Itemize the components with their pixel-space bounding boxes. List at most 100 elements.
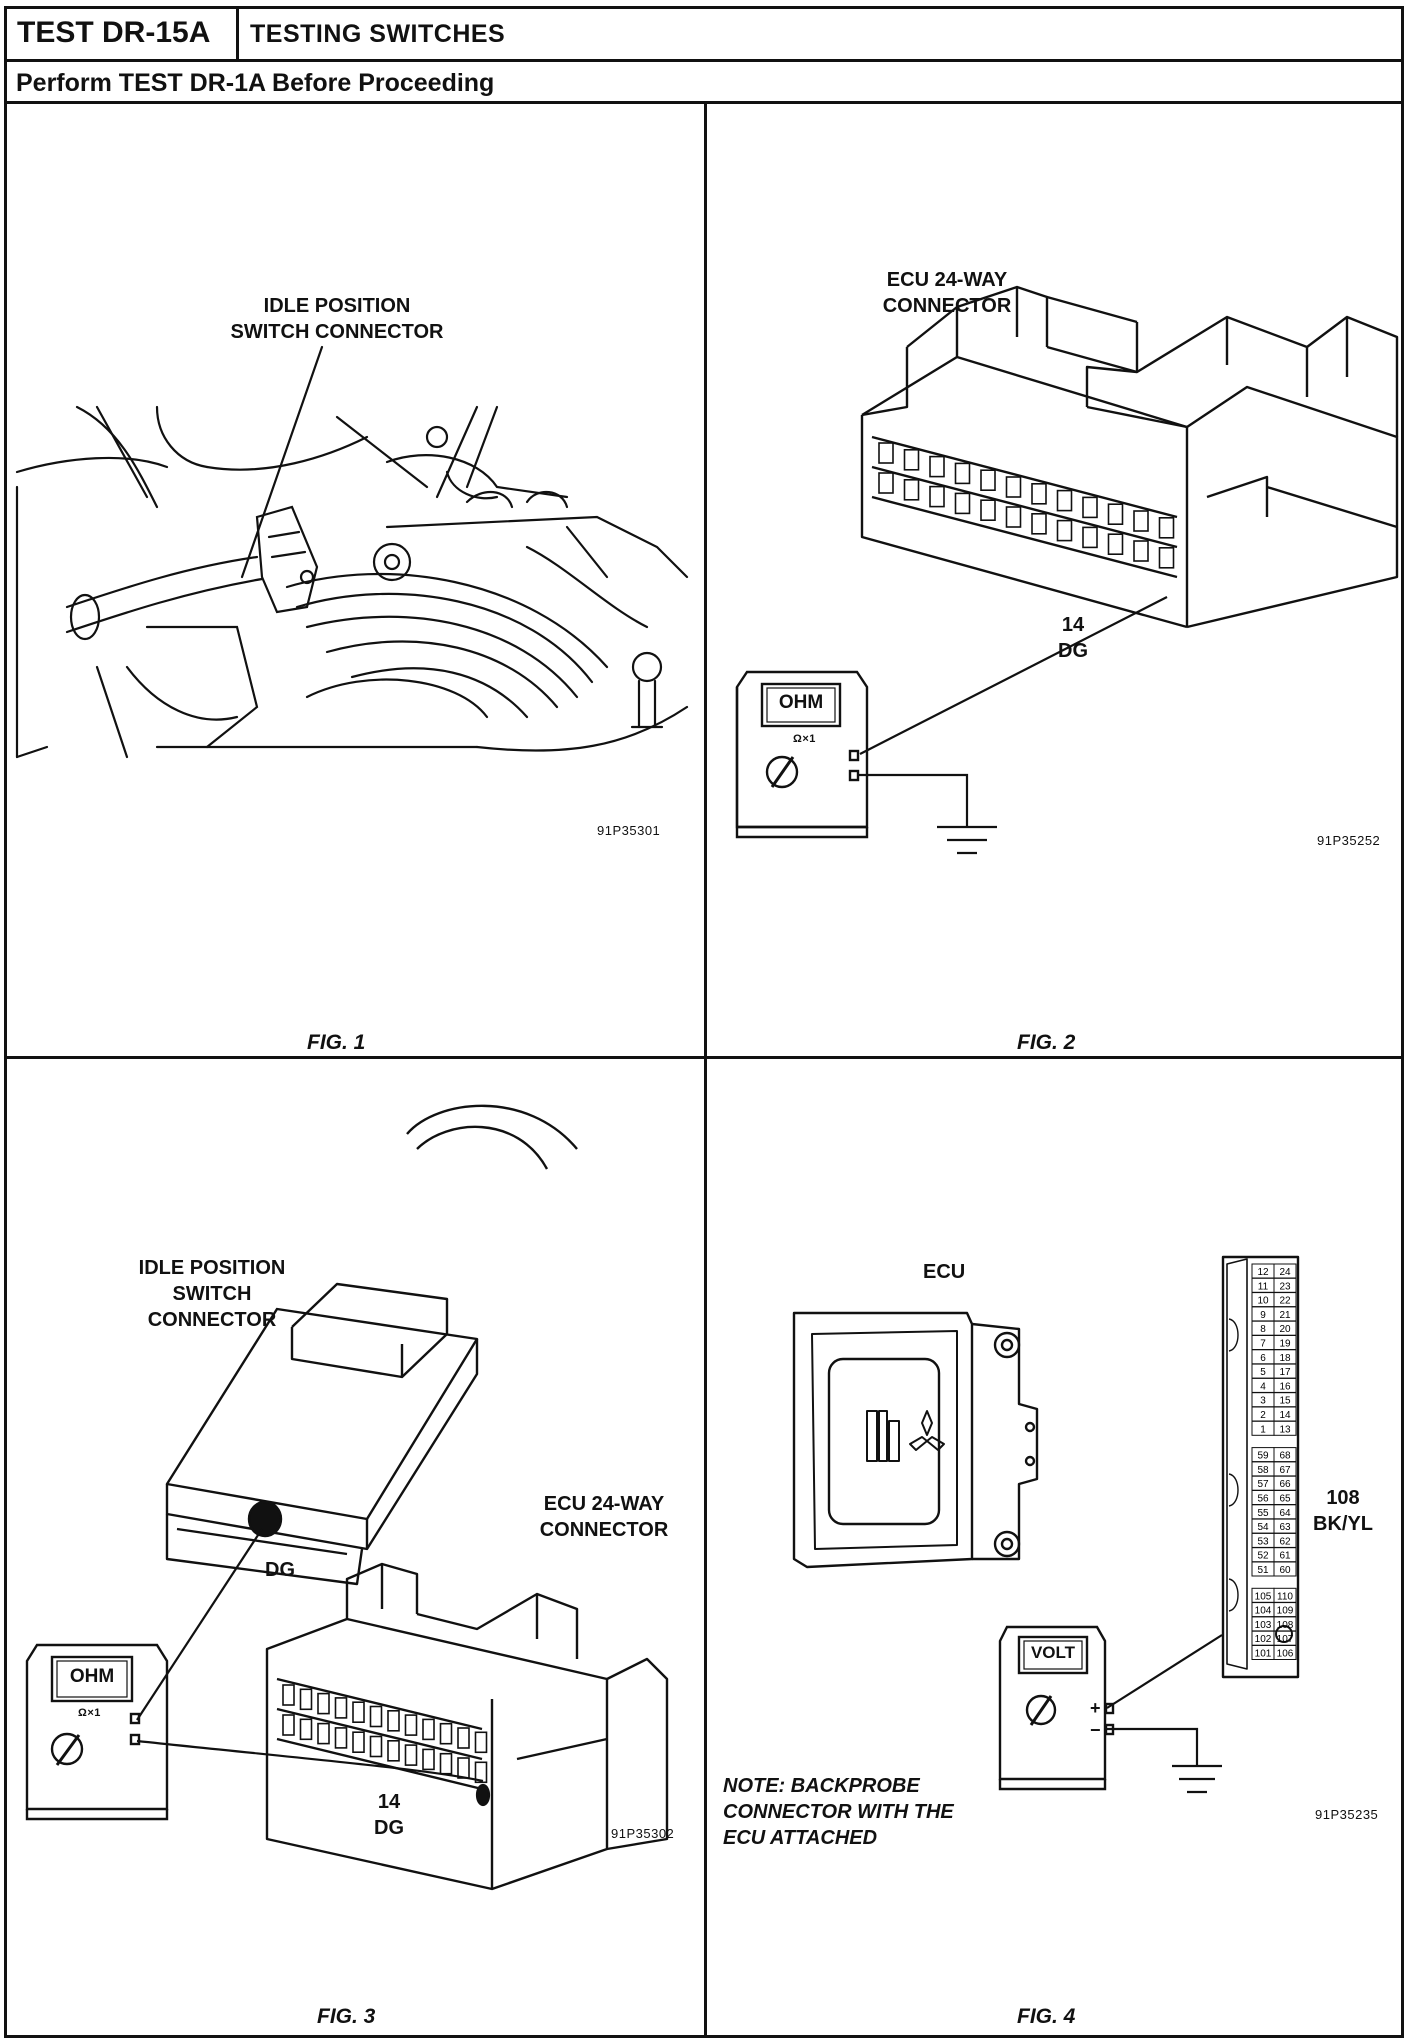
connector-pin-cavity <box>980 469 996 492</box>
fig4-meter-display: VOLT <box>1030 1643 1076 1662</box>
connector-pin-cavity <box>1056 519 1073 542</box>
connector-pin-cavity <box>474 1731 488 1754</box>
connector-pin-cavity <box>980 499 996 522</box>
ecu-pin-number: 109 <box>1277 1606 1294 1617</box>
ecu-pin-number: 4 <box>1260 1381 1266 1392</box>
fig2-pin-grid <box>871 435 1178 579</box>
ecu-pin-number: 21 <box>1279 1310 1291 1321</box>
connector-pin-cavity <box>929 485 945 508</box>
fig3-switch-label: IDLE POSITION SWITCH CONNECTOR <box>102 1255 322 1333</box>
ecu-pin-number: 51 <box>1257 1565 1269 1576</box>
connector-pin-cavity <box>282 1714 295 1736</box>
fig4-pin-color: BK/YL <box>1313 1513 1373 1535</box>
fig3-code: 91P35302 <box>611 1826 675 1841</box>
ecu-pin-number: 18 <box>1279 1353 1291 1364</box>
ecu-module <box>792 1311 974 1569</box>
fig3-meter-range: Ω×1 <box>78 1707 101 1719</box>
page-frame <box>4 6 1404 2038</box>
ecu-pin-number: 107 <box>1277 1634 1294 1645</box>
fig2-pin-number: 14 <box>1061 614 1085 636</box>
connector-pin-cavity <box>1005 506 1022 528</box>
fig1-label: IDLE POSITION SWITCH CONNECTOR <box>207 293 467 345</box>
ecu-pin-number: 54 <box>1257 1522 1269 1533</box>
ecu-pin-number: 13 <box>1279 1424 1291 1435</box>
fig2-meter-range: Ω×1 <box>793 733 816 745</box>
ecu-pin-number: 1 <box>1260 1424 1266 1435</box>
fig1-code: 91P35301 <box>597 823 661 838</box>
fig1-engine-drawing <box>15 345 689 759</box>
connector-pin-cavity <box>404 1714 418 1736</box>
ecu-pin-number: 108 <box>1277 1620 1294 1631</box>
connector-pin-cavity <box>878 472 894 494</box>
connector-pin-cavity <box>903 448 920 471</box>
connector-pin-cavity <box>369 1705 383 1728</box>
header-row: TEST DR-15A TESTING SWITCHES <box>4 6 1404 62</box>
connector-pin-cavity <box>1158 516 1175 539</box>
ecu-pin-number: 101 <box>1255 1649 1272 1660</box>
ecu-pin-number: 56 <box>1257 1494 1269 1505</box>
prerequisite-note: Perform TEST DR-1A Before Proceeding <box>4 62 1404 104</box>
connector-pin-cavity <box>404 1744 418 1766</box>
ecu-pin-number: 23 <box>1279 1281 1291 1292</box>
connector-pin-cavity <box>1133 540 1149 562</box>
fig3-multimeter <box>25 1643 169 1821</box>
ecu-pin-number: 106 <box>1277 1649 1294 1660</box>
fig3-panel: IDLE POSITION SWITCH CONNECTOR DG ECU 24… <box>7 1059 704 2036</box>
connector-pin-cavity <box>317 1722 330 1745</box>
ecu-pin-number: 65 <box>1279 1494 1291 1505</box>
ecu-pin-number: 7 <box>1260 1339 1266 1350</box>
ecu-pin-number: 63 <box>1279 1522 1291 1533</box>
ecu-pin-number: 103 <box>1255 1620 1272 1631</box>
fig3-pin-number: 14 <box>377 1791 401 1813</box>
fig4-minus-sign: − <box>1090 1720 1101 1740</box>
fig2-label-line2: CONNECTOR <box>882 295 1012 317</box>
ecu-pin-number: 110 <box>1277 1591 1293 1602</box>
connector-pin-cavity <box>954 492 971 515</box>
fig3-pin-color: DG <box>374 1817 404 1839</box>
ecu-pin-number: 61 <box>1279 1551 1291 1562</box>
fig3-switch-line2: SWITCH <box>172 1283 252 1305</box>
fig2-label: ECU 24-WAY CONNECTOR <box>847 267 1047 319</box>
fig2-pin-color: DG <box>1058 640 1088 662</box>
fig3-ecu-line1: ECU 24-WAY <box>543 1493 665 1515</box>
connector-pin-cavity <box>1056 489 1073 512</box>
ecu-pin-number: 3 <box>1260 1396 1266 1407</box>
ecu-pin-number: 16 <box>1279 1381 1291 1392</box>
ecu-pin-number: 14 <box>1279 1410 1291 1421</box>
mitsubishi-logo-icon <box>866 1410 945 1462</box>
connector-pin-cavity <box>1133 510 1149 532</box>
connector-pin-cavity <box>282 1684 295 1706</box>
fig4-pin-number: 108 <box>1326 1487 1360 1509</box>
fig1-panel: IDLE POSITION SWITCH CONNECTOR 91P35301 … <box>7 107 704 1056</box>
connector-pin-cavity <box>1158 546 1175 569</box>
fig2-code: 91P35252 <box>1317 833 1381 848</box>
fig3-ecu-line2: CONNECTOR <box>539 1519 669 1541</box>
ecu-pin-number: 15 <box>1279 1396 1291 1407</box>
ecu-pin-number: 104 <box>1255 1606 1272 1617</box>
fig4-note-line3: ECU ATTACHED <box>723 1827 878 1849</box>
ecu-pin-number: 12 <box>1257 1267 1269 1278</box>
ecu-pin-number: 8 <box>1260 1324 1266 1335</box>
connector-pin-cavity <box>929 455 945 478</box>
test-title: TESTING SWITCHES <box>250 20 506 48</box>
ecu-pin-number: 5 <box>1260 1367 1266 1378</box>
connector-pin-cavity <box>422 1748 435 1771</box>
ecu-pin-number: 6 <box>1260 1353 1266 1364</box>
fig4-note-line1: NOTE: BACKPROBE <box>723 1775 920 1797</box>
ecu-pin-number: 60 <box>1279 1565 1291 1576</box>
connector-pin-cavity <box>954 462 971 485</box>
fig4-code: 91P35235 <box>1315 1807 1379 1822</box>
fig2-meter-display: OHM <box>778 692 824 713</box>
ecu-pin-number: 9 <box>1260 1310 1266 1321</box>
fig3-pin-label: 14 DG <box>359 1789 419 1841</box>
fig3-ecu-label: ECU 24-WAY CONNECTOR <box>504 1491 704 1543</box>
ecu-pin-number: 58 <box>1257 1465 1269 1476</box>
horizontal-divider <box>4 1056 1404 1059</box>
connector-pin-cavity <box>299 1718 313 1741</box>
connector-pin-cavity <box>1107 503 1124 526</box>
fig2-panel: ECU 24-WAY CONNECTOR 14 DG OHM Ω×1 91P35… <box>707 107 1404 1056</box>
fig4-pin-label: 108 BK/YL <box>1308 1485 1378 1537</box>
connector-pin-cavity <box>422 1718 435 1741</box>
